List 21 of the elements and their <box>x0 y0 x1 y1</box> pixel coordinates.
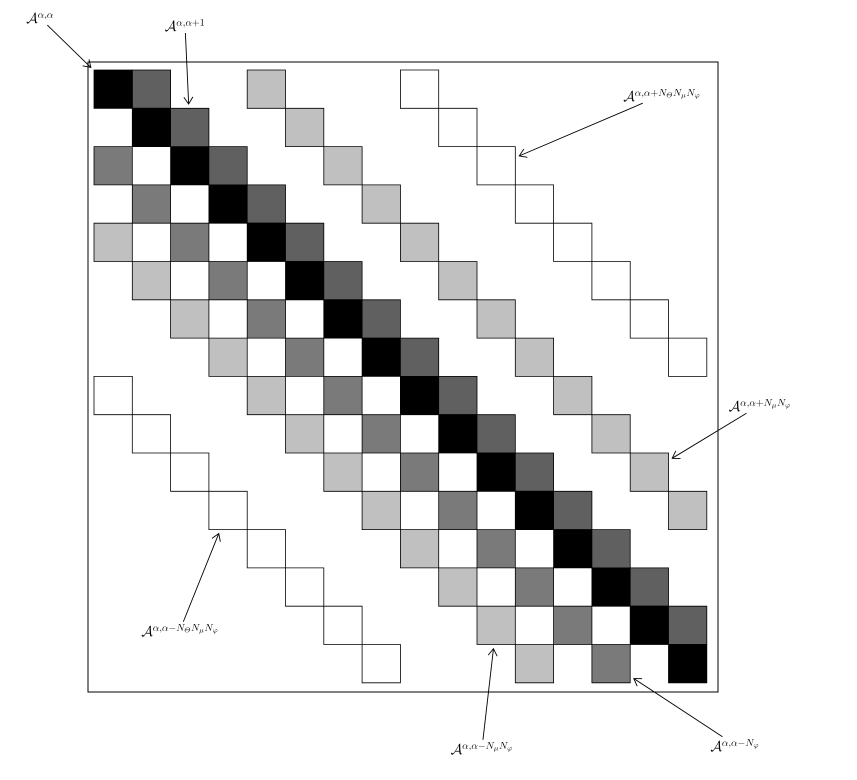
arrow <box>182 532 221 622</box>
arrow <box>46 24 92 68</box>
arrow <box>671 412 747 459</box>
matrix-cell <box>476 146 516 186</box>
matrix-cell <box>170 108 210 147</box>
matrix-cell <box>476 606 516 645</box>
formula-label: $\mathcal{A}^{\alpha,\alpha+N_{\mathnormal{\Theta}}N_{\mu}N_{\varphi}}$ <box>624 88 700 102</box>
arrow <box>633 678 723 738</box>
formula-label: $\mathcal{A}^{\alpha,\alpha+1}$ <box>165 18 204 32</box>
matrix-cell <box>94 70 133 109</box>
formula-label: $\mathcal{A}^{\alpha,\alpha+N_{\mu}N_{\varphi}}$ <box>729 398 790 412</box>
matrix-cell <box>208 490 248 530</box>
formula-label: $\mathcal{A}^{\alpha,\alpha}$ <box>26 12 53 24</box>
arrow <box>518 102 644 158</box>
formula-label: $\mathcal{A}^{\alpha,\alpha-N_{\varphi}}$ <box>710 738 758 752</box>
matrix-cell <box>630 452 669 492</box>
matrix-cell <box>592 644 631 684</box>
arrow <box>183 32 194 105</box>
arrow <box>482 648 498 740</box>
formula-label: $\mathcal{A}^{\alpha,\alpha-N_{\mathnormal{\Theta}}N_{\mu}N_{\varphi}}$ <box>142 624 218 637</box>
formula-label: $\mathcal{A}^{\alpha,\alpha-N_{\mu}N_{\varphi}}$ <box>451 742 512 755</box>
